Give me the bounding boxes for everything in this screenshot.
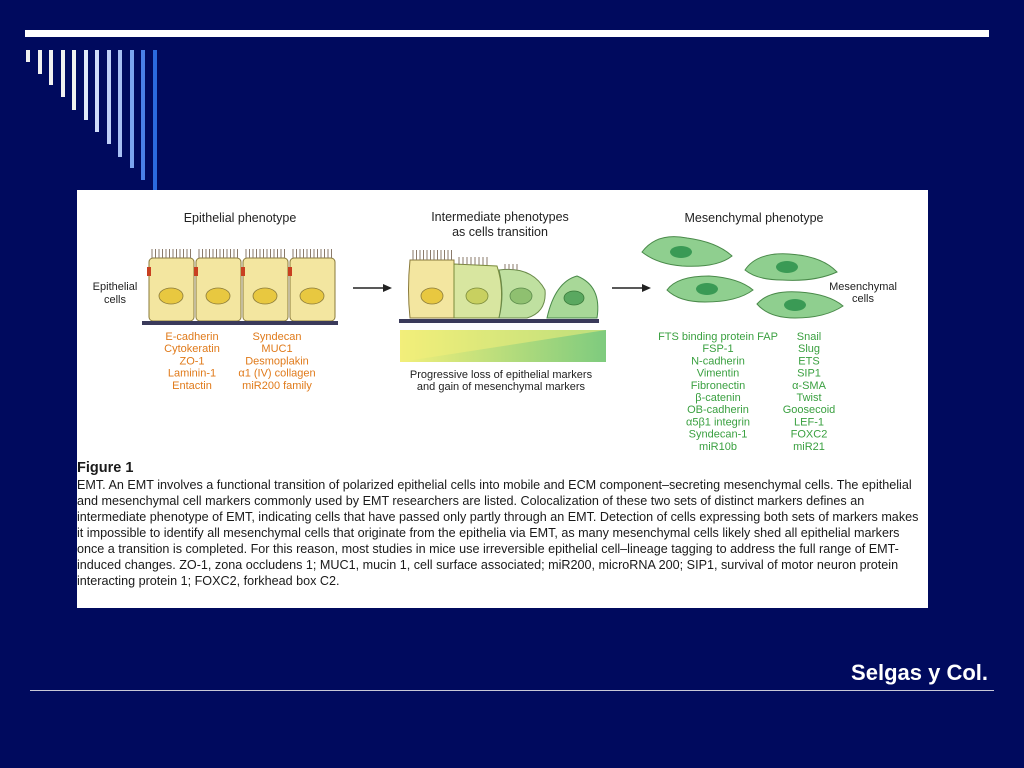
basement-membrane (142, 321, 338, 325)
nucleus (776, 261, 798, 273)
marker-label: miR200 family (242, 380, 312, 392)
nucleus (158, 287, 184, 305)
decorative-stripe (152, 50, 157, 192)
emt-figure: Epithelial phenotype Intermediate phenot… (77, 190, 928, 608)
marker-label: β-catenin (695, 392, 740, 404)
intermediate-cell-group (399, 250, 599, 323)
decorative-stripe (95, 50, 99, 132)
mesenchymal-cell-group (641, 236, 844, 319)
marker-label: Fibronectin (691, 380, 745, 392)
epithelial-marker-list-left: E-cadherinCytokeratinZO-1Laminin-1Entact… (164, 331, 220, 392)
label-epithelial-cells-2: cells (104, 294, 127, 306)
marker-label: Twist (796, 392, 821, 404)
footer-line (30, 690, 994, 691)
marker-label: MUC1 (261, 343, 292, 355)
slide-credit: Selgas y Col. (851, 660, 988, 685)
marker-label: FOXC2 (791, 429, 828, 441)
marker-label: Snail (797, 331, 821, 343)
panel-title-intermediate: Intermediate phenotypes (431, 210, 569, 224)
decorative-stripe (118, 50, 122, 157)
title-bar-line (25, 30, 989, 37)
marker-label: OB-cadherin (687, 404, 749, 416)
marker-label: α5β1 integrin (686, 416, 750, 428)
nucleus (420, 287, 444, 305)
nucleus (784, 299, 806, 311)
nucleus (205, 287, 231, 305)
tight-junction (241, 267, 245, 276)
nucleus (465, 287, 489, 305)
nucleus (299, 287, 325, 305)
marker-label: FSP-1 (702, 343, 733, 355)
tight-junction (288, 267, 292, 276)
decorative-stripe (129, 50, 134, 168)
marker-label: α1 (IV) collagen (238, 368, 315, 380)
marker-label: Desmoplakin (245, 355, 309, 367)
marker-label: Laminin-1 (168, 368, 216, 380)
decorative-stripe (141, 50, 145, 180)
decorative-stripe (26, 50, 30, 62)
marker-label: Goosecoid (783, 404, 836, 416)
marker-label: ETS (798, 355, 819, 367)
marker-label: Slug (798, 343, 820, 355)
label-mesenchymal-cells: Mesenchymal (829, 281, 897, 293)
label-mesenchymal-cells-2: cells (852, 293, 875, 305)
marker-label: Vimentin (697, 368, 740, 380)
label-epithelial-cells: Epithelial (93, 281, 138, 293)
arrow-intermediate-to-mesenchymal (612, 284, 651, 292)
marker-label: Entactin (172, 380, 212, 392)
nucleus (696, 283, 718, 295)
decorative-stripe (72, 50, 76, 110)
tight-junction (194, 267, 198, 276)
mesenchymal-marker-list-left: FTS binding protein FAPFSP-1N-cadherinVi… (658, 331, 778, 453)
mesenchymal-marker-list-right: SnailSlugETSSIP1α-SMATwistGoosecoidLEF-1… (783, 331, 836, 453)
marker-label: Cytokeratin (164, 343, 220, 355)
figure-caption-title: Figure 1 (77, 460, 134, 476)
nucleus (509, 287, 533, 305)
panel-title-intermediate-2: as cells transition (452, 225, 548, 239)
decorative-stripe (60, 50, 65, 97)
basement-membrane (399, 319, 599, 323)
panel-title-epithelial: Epithelial phenotype (184, 211, 297, 225)
panel-title-mesenchymal: Mesenchymal phenotype (685, 211, 824, 225)
emt-diagram: Epithelial phenotype Intermediate phenot… (93, 210, 897, 453)
epithelial-cell-group (142, 249, 338, 325)
arrow-epithelial-to-intermediate (353, 284, 392, 292)
decorative-stripe (49, 50, 53, 85)
decorative-stripe (106, 50, 111, 144)
marker-label: miR21 (793, 441, 825, 453)
nucleus (252, 287, 278, 305)
marker-label: LEF-1 (794, 416, 824, 428)
figure-caption-body: EMT. An EMT involves a functional transi… (77, 478, 919, 588)
marker-label: SIP1 (797, 368, 821, 380)
marker-label: miR10b (699, 441, 737, 453)
marker-label: N-cadherin (691, 355, 745, 367)
marker-label: ZO-1 (179, 355, 204, 367)
nucleus (670, 246, 692, 258)
figure-caption: Figure 1 EMT. An EMT involves a function… (77, 460, 922, 589)
nucleus (563, 290, 585, 306)
gradient-caption: Progressive loss of epithelial markers (410, 369, 593, 381)
marker-label: FTS binding protein FAP (658, 331, 778, 343)
marker-label: α-SMA (792, 380, 827, 392)
marker-label: Syndecan-1 (689, 429, 748, 441)
decorative-stripe (37, 50, 42, 74)
decorative-stripe (83, 50, 88, 120)
gradient-caption-2: and gain of mesenchymal markers (417, 381, 586, 393)
marker-label: E-cadherin (165, 331, 218, 343)
tight-junction (147, 267, 151, 276)
marker-label: Syndecan (253, 331, 302, 343)
